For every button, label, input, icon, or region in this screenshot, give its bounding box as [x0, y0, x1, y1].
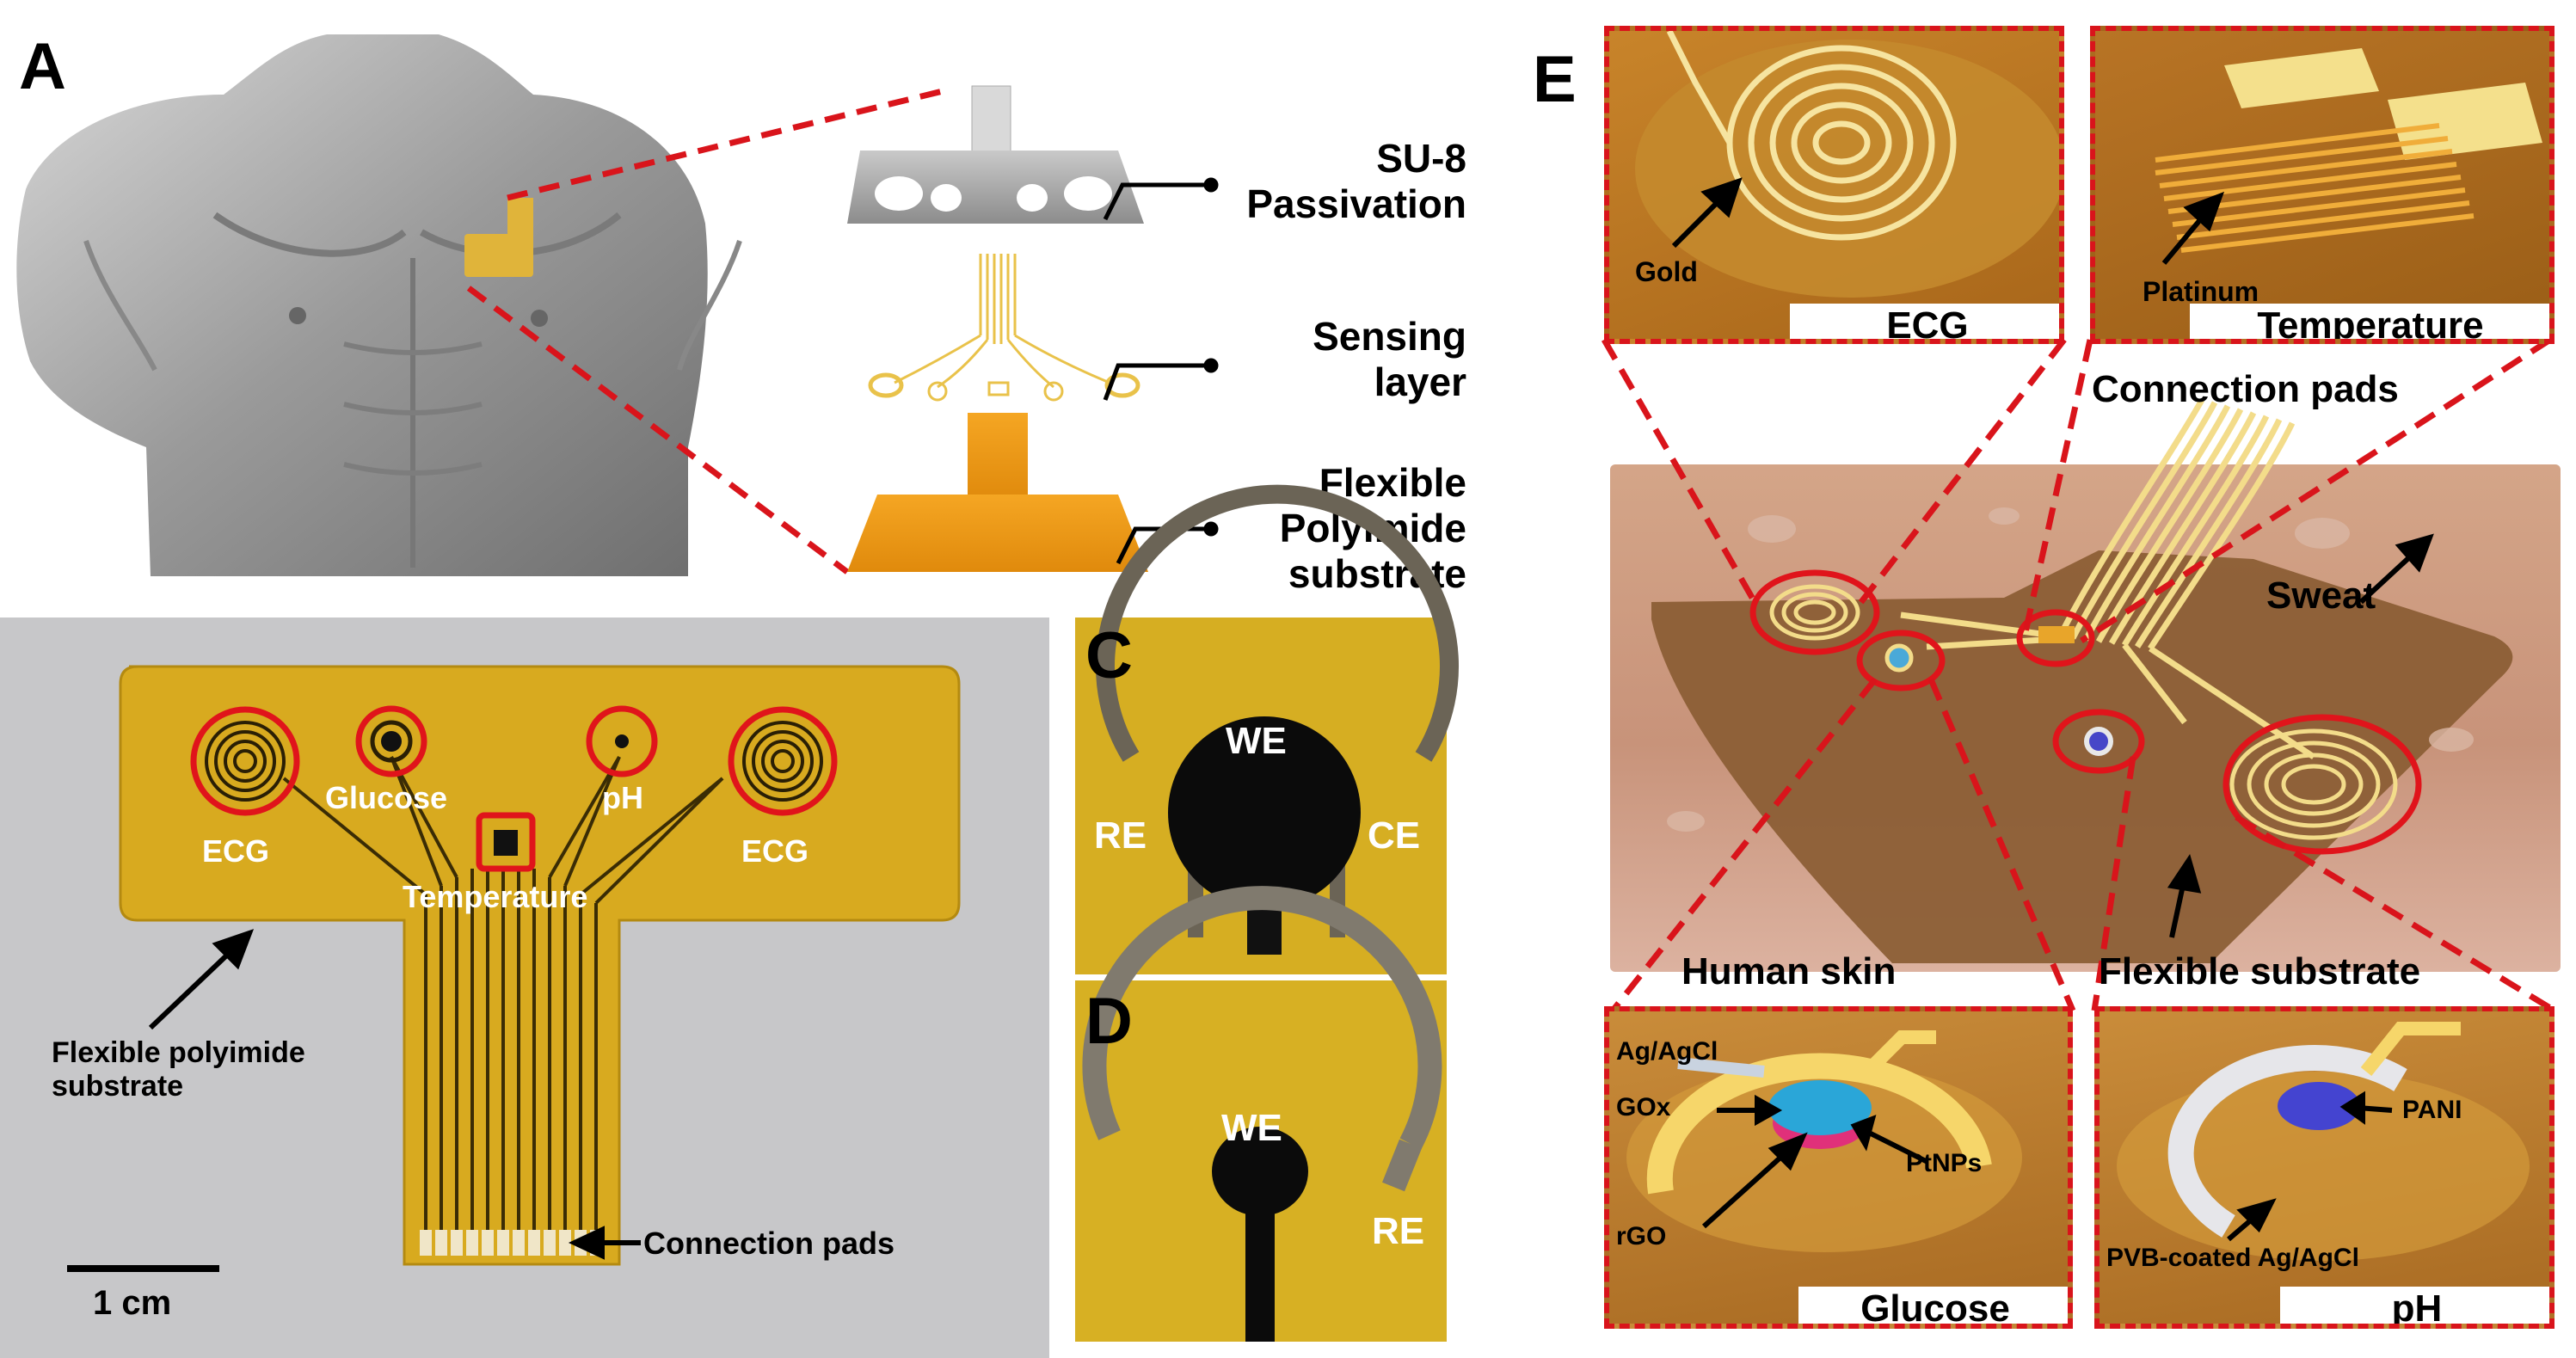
panel-label-d: D	[1085, 985, 1133, 1058]
ecg-zoom-box: Gold ECG	[1604, 26, 2064, 344]
panel-label-c: C	[1085, 619, 1133, 692]
glucose-zoom-box: Ag/AgCl GOx rGO PtNPs Glucose	[1604, 1006, 2073, 1329]
zoom-line-top	[507, 87, 947, 201]
zoom-line-bottom	[466, 286, 850, 575]
label-we-c: WE	[1226, 720, 1287, 762]
glucose-caption: Glucose	[1798, 1287, 2068, 1324]
polyimide-layer	[847, 413, 1148, 572]
ecg-caption: ECG	[1790, 304, 2059, 339]
torso-illustration	[16, 34, 742, 576]
label-ptnps: PtNPs	[1906, 1149, 1983, 1177]
label-ph: pH	[602, 780, 643, 815]
label-temperature: Temperature	[403, 879, 588, 914]
label-connection-pads-e: Connection pads	[2092, 368, 2399, 410]
label-flexible-substrate: Flexible substrate	[2099, 950, 2421, 992]
ecg-spiral-graphic	[1635, 31, 2059, 298]
label-human-skin: Human skin	[1681, 950, 1897, 992]
label-re-c: RE	[1094, 814, 1147, 857]
temperature-zoom-box: Platinum Temperature	[2090, 26, 2554, 344]
temperature-caption: Temperature	[2190, 304, 2549, 339]
temperature-serpentine-graphic	[2155, 48, 2542, 265]
chest-sensor-patch	[464, 198, 533, 277]
label-sweat: Sweat	[2266, 575, 2376, 617]
label-gox: GOx	[1616, 1093, 1671, 1121]
label-pvb-ag-agcl: PVB-coated Ag/AgCl	[2106, 1244, 2359, 1272]
label-rgo: rGO	[1616, 1222, 1667, 1250]
label-re-d: RE	[1372, 1210, 1425, 1252]
label-ce-c: CE	[1368, 814, 1421, 857]
label-platinum: Platinum	[2143, 276, 2259, 307]
glucose-electrode-graphic	[1626, 1030, 2022, 1252]
label-ag-agcl-glucose: Ag/AgCl	[1616, 1037, 1718, 1066]
panel-label-e: E	[1533, 43, 1577, 116]
scale-bar-label: 1 cm	[93, 1284, 172, 1322]
ph-electrode-graphic	[2117, 1022, 2530, 1261]
label-gold: Gold	[1635, 256, 1698, 287]
label-we-d: WE	[1221, 1107, 1282, 1149]
ph-zoom-box: PANI PVB-coated Ag/AgCl pH	[2094, 1006, 2554, 1329]
sensing-layer	[868, 254, 1140, 402]
label-connection-pads-b: Connection pads	[643, 1226, 895, 1261]
label-pani: PANI	[2402, 1096, 2462, 1124]
ph-caption: pH	[2280, 1287, 2549, 1324]
su8-layer	[847, 85, 1144, 224]
label-ecg-left: ECG	[202, 833, 270, 869]
label-ecg-right: ECG	[741, 833, 809, 869]
label-glucose: Glucose	[325, 780, 448, 815]
panel-label-a: A	[19, 30, 66, 103]
